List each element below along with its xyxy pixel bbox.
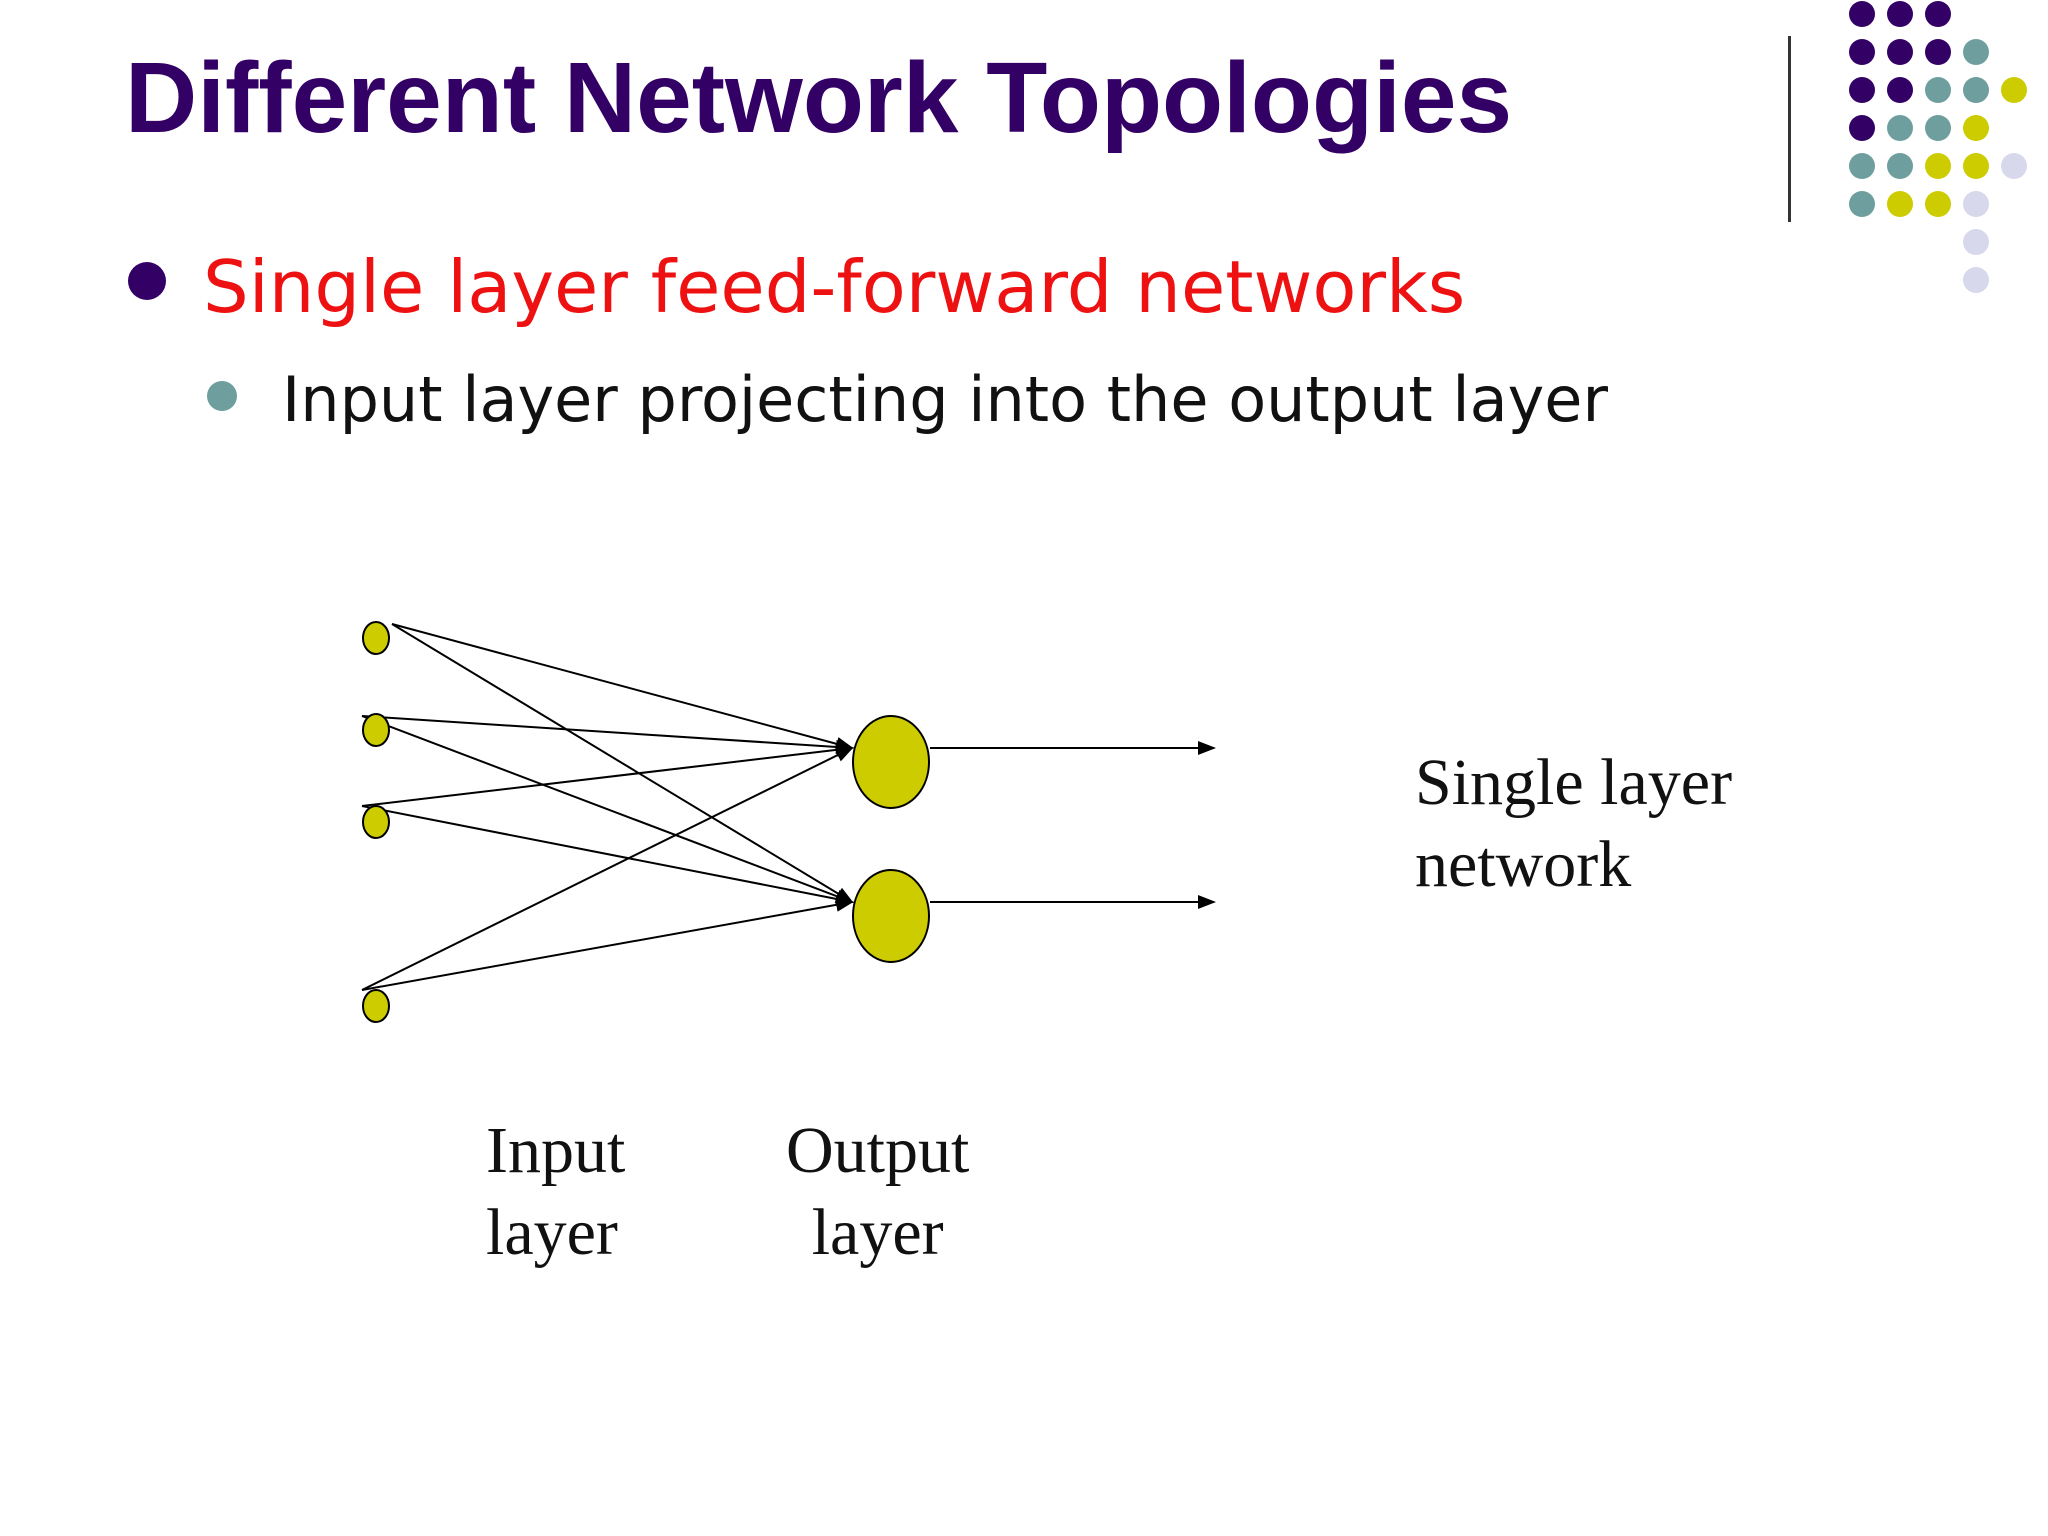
output-label-line1: Output: [786, 1114, 970, 1187]
connection-arrow-4-2: [361, 897, 854, 991]
network-caption-line2: network: [1415, 828, 1632, 901]
decor-dot: [1925, 115, 1951, 141]
connection-arrow-1-1: [391, 623, 854, 751]
decor-dot: [1887, 153, 1913, 179]
decor-dot: [1849, 115, 1875, 141]
output-node-1: [852, 715, 930, 809]
decor-dot: [1887, 1, 1913, 27]
decor-dot: [1925, 39, 1951, 65]
connection-arrow-2-2: [361, 715, 854, 903]
decor-dot: [1887, 115, 1913, 141]
decor-dot: [1849, 191, 1875, 217]
connection-arrow-4-1: [361, 747, 854, 991]
input-node-4: [362, 989, 390, 1023]
decor-dot: [1849, 153, 1875, 179]
decor-dot: [1849, 39, 1875, 65]
network-caption-line1: Single layer: [1415, 746, 1733, 819]
connection-arrow-2-1: [361, 715, 854, 754]
decor-dot: [1963, 191, 1989, 217]
decor-dot: [1925, 1, 1951, 27]
decorative-dot-grid: [1849, 1, 2027, 293]
input-label-line1: Input: [486, 1114, 626, 1187]
bullet-dot-level2: [207, 381, 237, 411]
output-node-2: [852, 869, 930, 963]
connection-arrow-3-1: [361, 742, 854, 807]
bullet-text-level1: Single layer feed-forward networks: [203, 245, 1466, 329]
decor-dot: [2001, 153, 2027, 179]
decor-dot: [1887, 191, 1913, 217]
network-caption: Single layer network: [1415, 742, 1732, 906]
slide-title: Different Network Topologies: [125, 42, 1513, 154]
decor-dot: [2001, 77, 2027, 103]
decor-dot: [1963, 267, 1989, 293]
input-node-1: [362, 621, 390, 655]
decor-dot: [1925, 77, 1951, 103]
decor-dot: [1925, 191, 1951, 217]
input-node-3: [362, 805, 390, 839]
decor-dot: [1963, 39, 1989, 65]
input-label-line2: layer: [486, 1196, 618, 1269]
input-layer-label: Input layer: [486, 1110, 625, 1274]
input-node-2: [362, 713, 390, 747]
bullet-dot-level1: [128, 262, 166, 300]
decor-dot: [1887, 39, 1913, 65]
decor-dot: [1963, 229, 1989, 255]
bullet-text-level2: Input layer projecting into the output l…: [282, 363, 1608, 436]
connection-arrow-3-2: [361, 805, 854, 906]
decor-dot: [1963, 115, 1989, 141]
decor-dot: [1849, 1, 1875, 27]
decor-dot: [1963, 153, 1989, 179]
output-label-line2: layer: [811, 1196, 944, 1269]
decor-dot: [1887, 77, 1913, 103]
connection-arrow-1-2: [391, 623, 854, 904]
title-divider-line: [1788, 36, 1791, 222]
decor-dot: [1925, 153, 1951, 179]
decor-dot: [1963, 77, 1989, 103]
decor-dot: [1849, 77, 1875, 103]
output-layer-label: Output layer: [786, 1110, 969, 1274]
